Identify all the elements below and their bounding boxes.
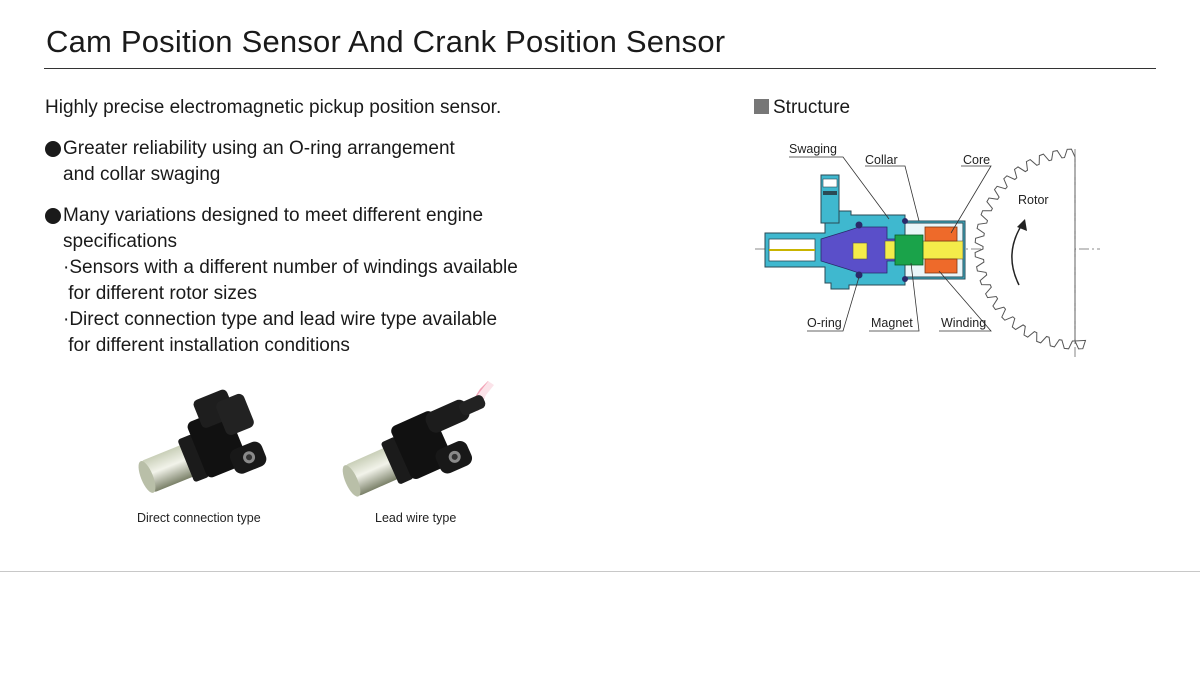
bullet-item: Greater reliability using an O-ring arra… xyxy=(45,136,455,188)
bullet-text: Many variations designed to meet differe… xyxy=(63,205,518,356)
square-bullet-icon xyxy=(754,99,769,114)
bottom-blank-area xyxy=(0,572,1200,675)
label-magnet: Magnet xyxy=(871,316,913,330)
title-divider xyxy=(44,68,1156,69)
page-title: Cam Position Sensor And Crank Position S… xyxy=(46,24,726,59)
label-collar: Collar xyxy=(865,153,898,167)
bullet-dot-icon xyxy=(45,141,61,157)
label-swaging: Swaging xyxy=(789,142,837,156)
label-winding: Winding xyxy=(941,316,986,330)
bullet-text: Greater reliability using an O-ring arra… xyxy=(63,138,455,185)
structure-heading: Structure xyxy=(754,97,850,119)
lead-text: Highly precise electromagnetic pickup po… xyxy=(45,97,502,118)
rotor-gear xyxy=(974,148,1087,350)
photo-caption: Direct connection type xyxy=(137,511,261,525)
bullet-item: Many variations designed to meet differe… xyxy=(45,203,518,359)
sensor-structure-diagram: Swaging Collar Core Rotor O-ring Magnet … xyxy=(755,142,1100,360)
slide: Cam Position Sensor And Crank Position S… xyxy=(0,24,1200,572)
label-rotor: Rotor xyxy=(1018,193,1049,207)
photo-caption: Lead wire type xyxy=(375,511,457,525)
sensor-lead-wire-icon xyxy=(342,379,496,497)
label-oring: O-ring xyxy=(807,316,842,330)
bullet-dot-icon xyxy=(45,208,61,224)
label-core: Core xyxy=(963,153,990,167)
sensor-direct-connection-icon xyxy=(138,389,267,493)
